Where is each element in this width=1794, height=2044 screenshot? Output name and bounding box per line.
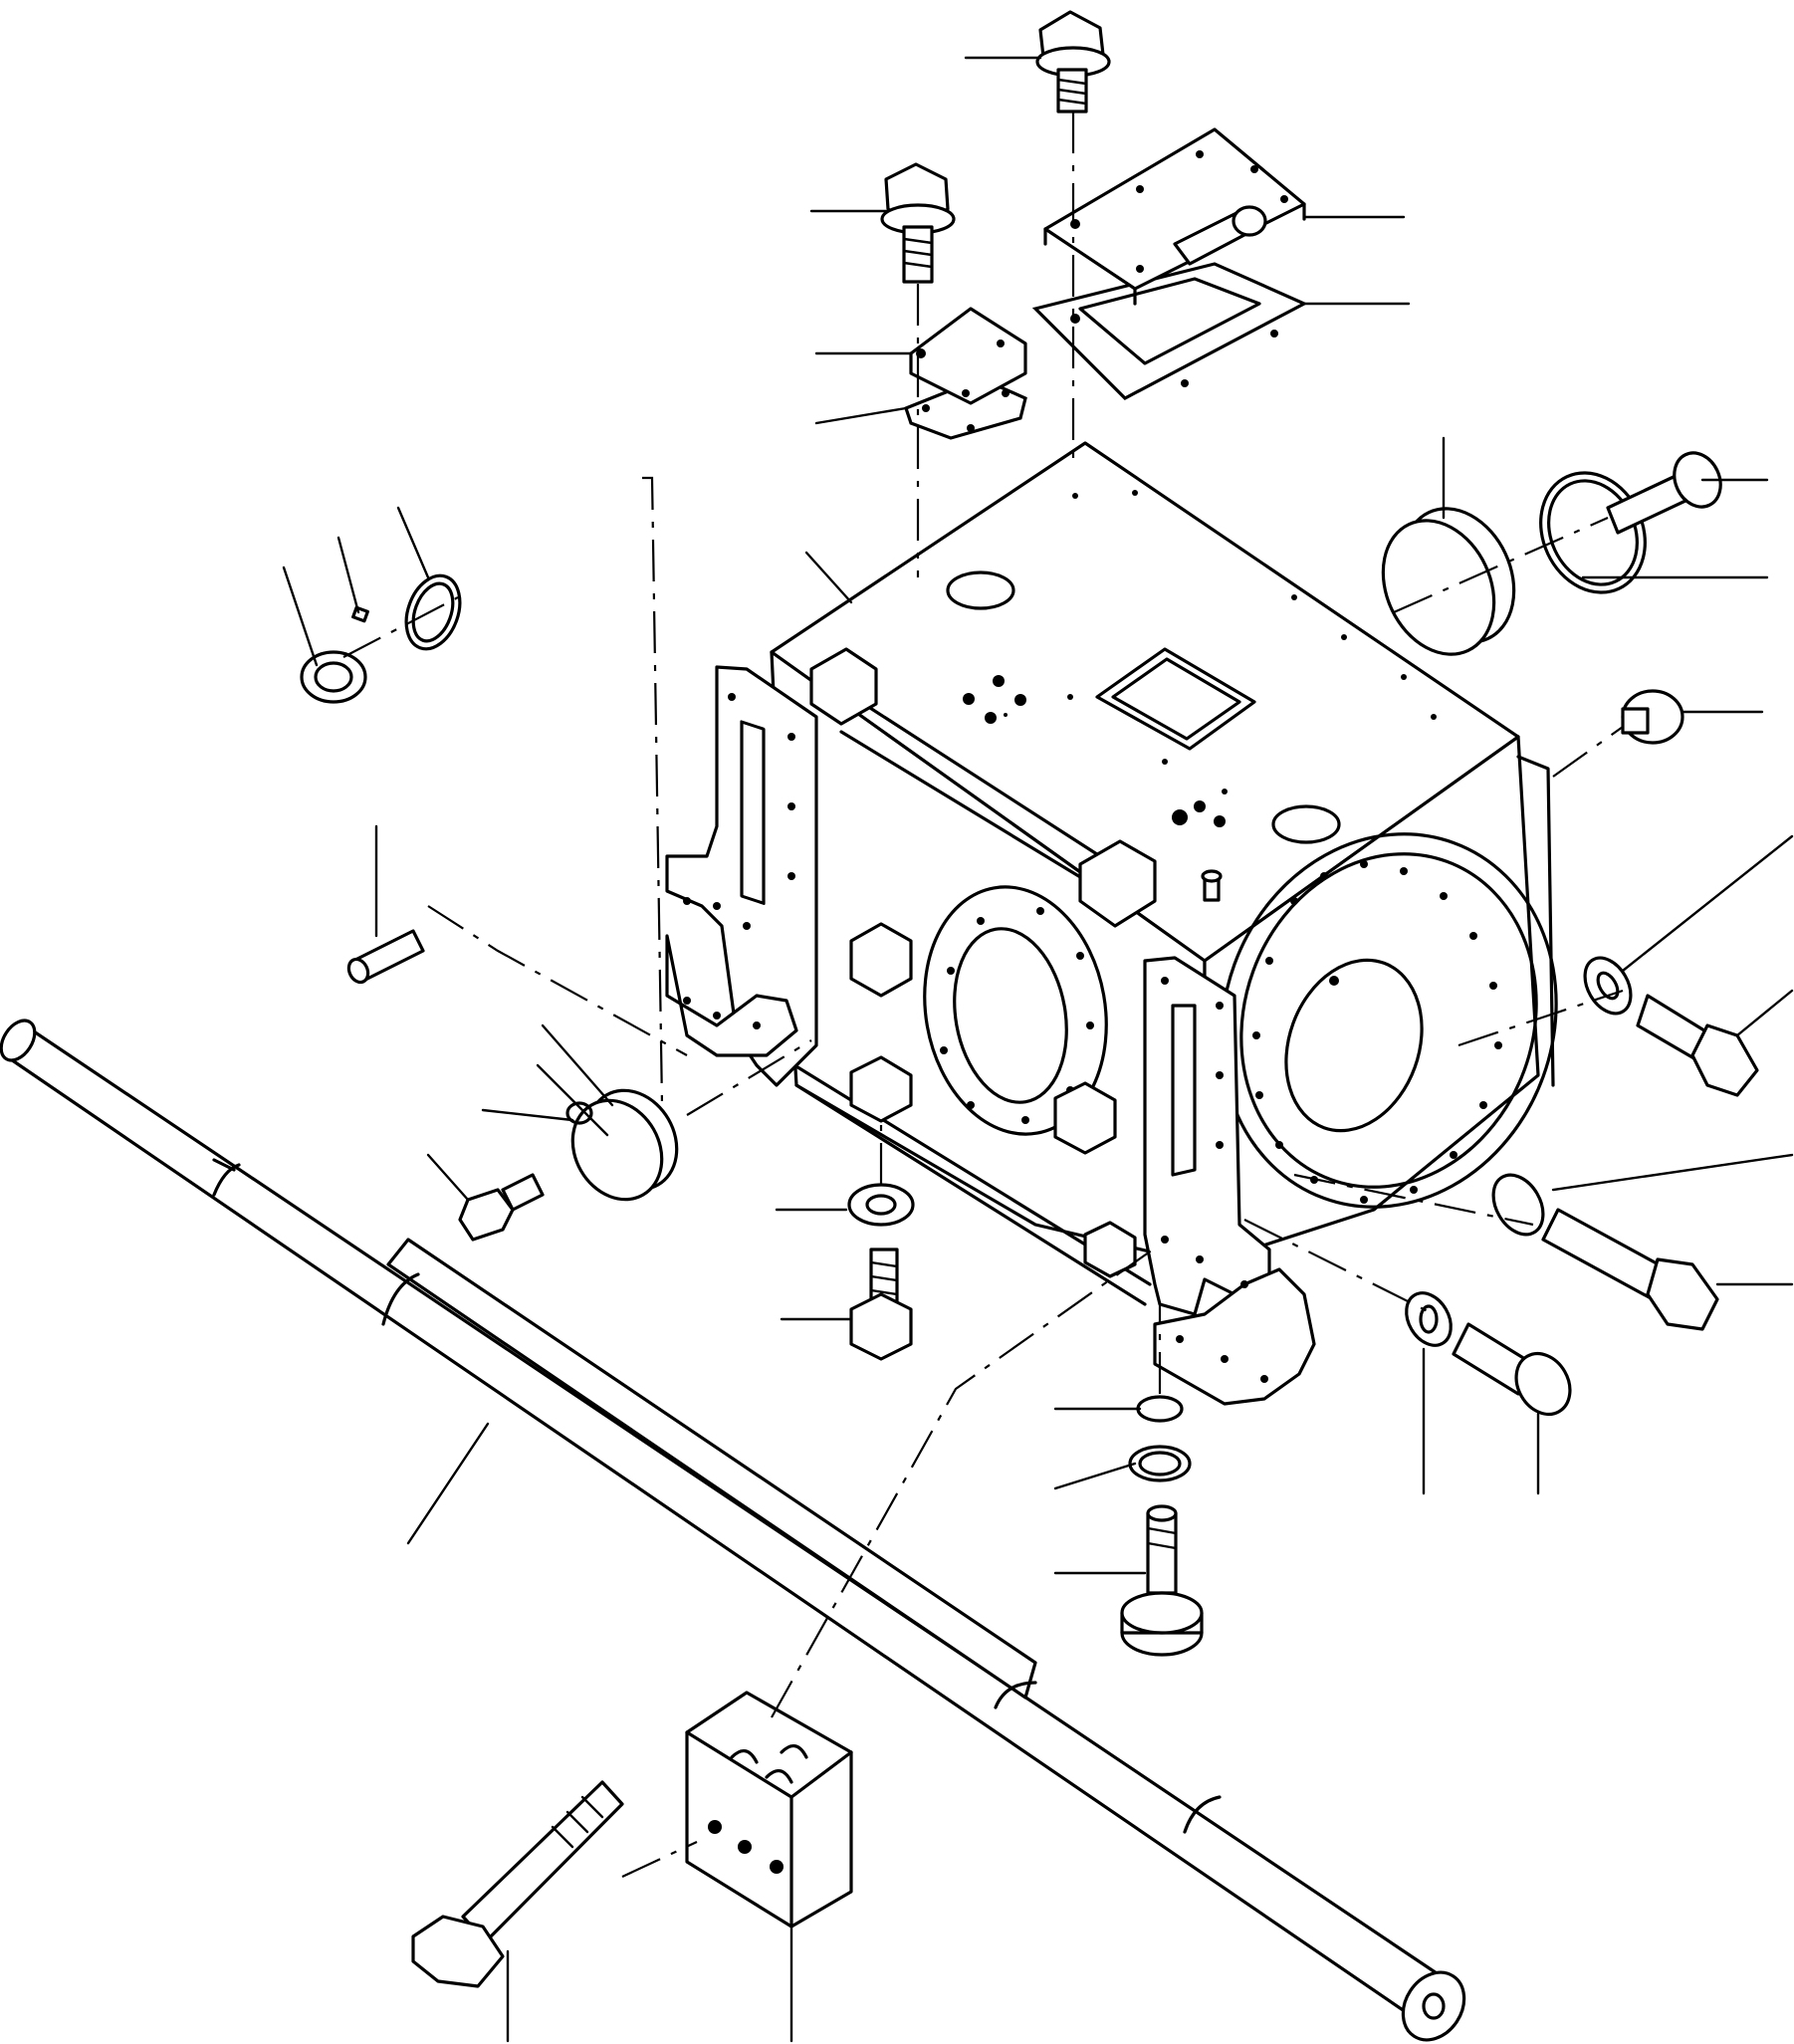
clamp-block <box>685 1691 853 1929</box>
socket-bolt-right <box>1452 1322 1572 1417</box>
axle-shaft <box>0 1019 1466 2042</box>
leader-lines <box>282 56 1794 2043</box>
pin-left <box>346 929 425 985</box>
right-support-bracket <box>1143 956 1316 1406</box>
large-plug <box>1381 471 1647 656</box>
washer-right-2 <box>1491 1173 1545 1237</box>
bolt-left-small <box>458 1173 545 1242</box>
shoulder-bolt-bottom <box>1120 1504 1204 1657</box>
center-lines <box>342 112 1624 1878</box>
key-left <box>351 605 369 623</box>
breather-plug <box>1621 689 1684 745</box>
washer-right-1 <box>1583 956 1633 1016</box>
small-cover <box>904 307 1027 440</box>
hex-bolt-top-2 <box>880 162 956 284</box>
hex-bolt-bottom-1 <box>849 1248 913 1361</box>
bolt-right-2 <box>1541 1208 1719 1331</box>
washer-right-3 <box>1405 1291 1453 1347</box>
washer-bottom-1 <box>847 1183 915 1227</box>
long-bolt-bottom <box>411 1780 624 1988</box>
flange-bolt-right <box>1606 451 1722 535</box>
gear-housing <box>770 441 1558 1306</box>
bolt-right-1 <box>1636 994 1759 1097</box>
lock-washer-left <box>300 650 367 704</box>
snap-ring-left <box>404 573 462 651</box>
hex-bolt-top-1 <box>1035 10 1111 114</box>
left-support-bracket <box>665 665 818 1087</box>
top-cover <box>1031 127 1308 400</box>
cover-cap-left <box>565 1088 679 1202</box>
